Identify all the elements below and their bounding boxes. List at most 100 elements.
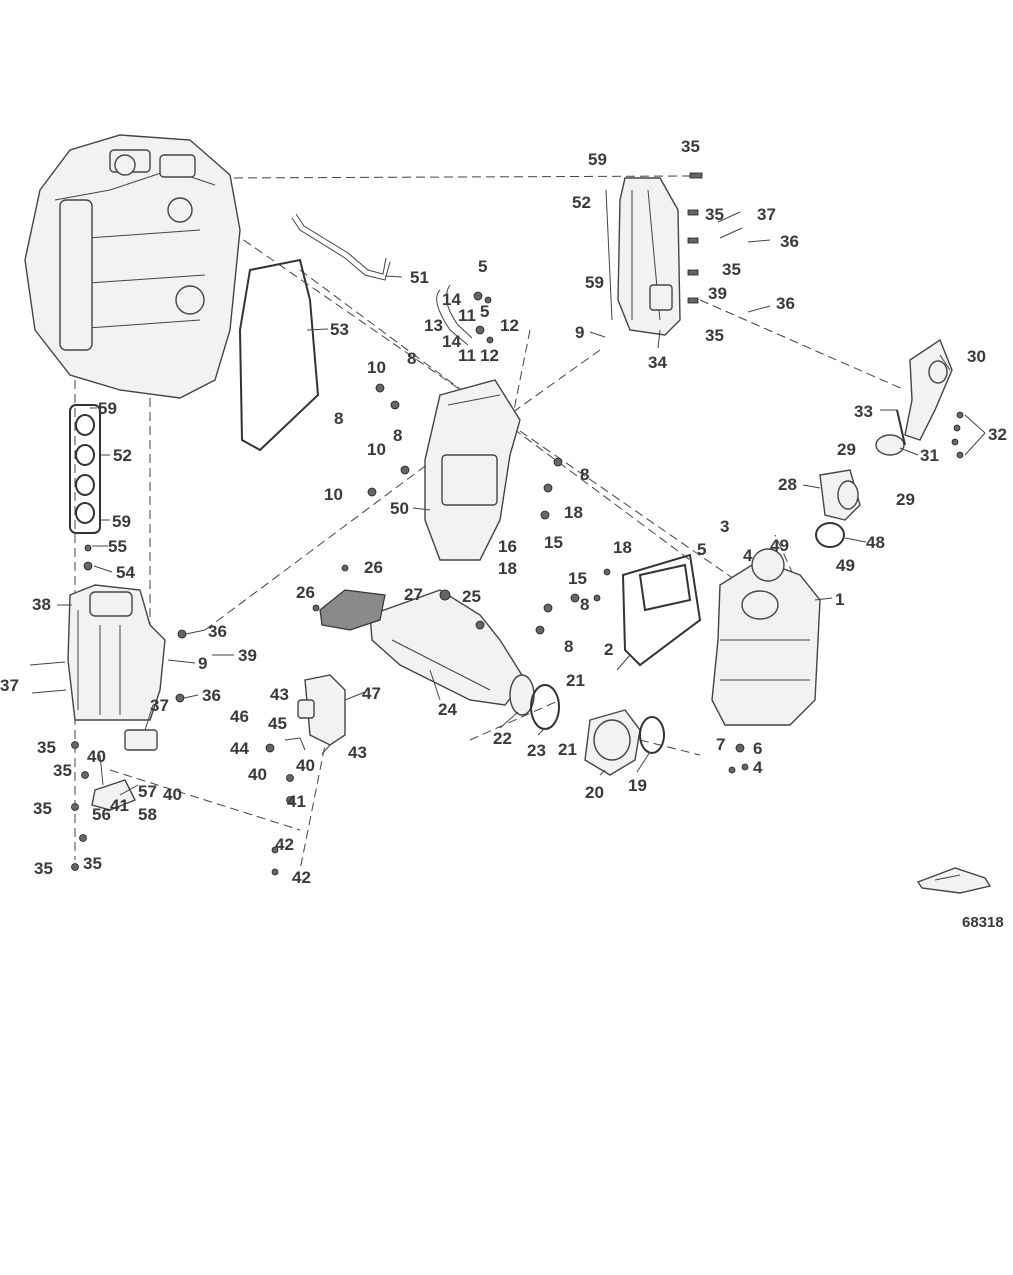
callout-35-d: 35 — [705, 326, 724, 345]
tube-51 — [291, 213, 391, 281]
callout-59-a: 59 — [588, 150, 607, 169]
manifold-34 — [605, 177, 681, 336]
gasket-48 — [815, 522, 845, 548]
callout-4-a: 4 — [743, 546, 753, 565]
callout-29-a: 29 — [837, 440, 856, 459]
callout-59-d: 59 — [112, 512, 131, 531]
hose-13 — [436, 284, 494, 346]
callout-24: 24 — [438, 700, 457, 719]
callout-18-b: 18 — [613, 538, 632, 557]
callout-46: 46 — [230, 707, 249, 726]
gasket-2 — [621, 553, 702, 667]
callout-52-b: 52 — [113, 446, 132, 465]
callout-54: 54 — [116, 563, 135, 582]
callout-12-b: 12 — [480, 346, 499, 365]
callout-20: 20 — [585, 783, 604, 802]
callout-8-d: 8 — [580, 465, 589, 484]
callout-40-d: 40 — [163, 785, 182, 804]
callout-52-a: 52 — [572, 193, 591, 212]
callout-45: 45 — [268, 714, 287, 733]
callout-35-b: 35 — [705, 205, 724, 224]
callout-35-c: 35 — [722, 260, 741, 279]
callout-42-b: 42 — [292, 868, 311, 887]
callout-40-c: 40 — [248, 765, 267, 784]
callout-8-f: 8 — [564, 637, 573, 656]
callout-48: 48 — [866, 533, 885, 552]
callout-55: 55 — [108, 537, 127, 556]
callout-35-f: 35 — [53, 761, 72, 780]
callout-3: 3 — [720, 517, 729, 536]
callout-40-b: 40 — [296, 756, 315, 775]
callout-15-a: 15 — [544, 533, 563, 552]
callout-35-g: 35 — [33, 799, 52, 818]
callout-18-c: 18 — [498, 559, 517, 578]
callout-31: 31 — [920, 446, 939, 465]
callout-36-d: 36 — [202, 686, 221, 705]
callout-14-b: 14 — [442, 332, 461, 351]
callout-19: 19 — [628, 776, 647, 795]
callout-56: 56 — [92, 805, 111, 824]
callout-29-b: 29 — [896, 490, 915, 509]
callout-49-a: 49 — [770, 536, 789, 555]
callout-10-a: 10 — [367, 358, 386, 377]
callout-8-c: 8 — [393, 426, 402, 445]
callout-leaders — [57, 275, 986, 796]
callout-8-e: 8 — [580, 595, 589, 614]
callout-59-b: 59 — [585, 273, 604, 292]
callout-21-a: 21 — [566, 671, 585, 690]
callout-25: 25 — [462, 587, 481, 606]
callout-39-a: 39 — [708, 284, 727, 303]
callout-57: 57 — [138, 782, 157, 801]
callout-43-b: 43 — [348, 743, 367, 762]
boat-icon — [916, 867, 992, 894]
valve-assembly-47 — [284, 674, 346, 751]
callout-10-b: 10 — [367, 440, 386, 459]
callout-9-b: 9 — [198, 654, 207, 673]
callout-36-c: 36 — [208, 622, 227, 641]
callout-11-a: 11 — [458, 306, 476, 325]
rings-22-23 — [509, 674, 560, 730]
callout-5-c: 5 — [697, 540, 706, 559]
fasteners — [29, 172, 964, 876]
callout-8-b: 8 — [334, 409, 343, 428]
callout-1: 1 — [835, 590, 844, 609]
callout-35-e: 35 — [37, 738, 56, 757]
callout-21-b: 21 — [558, 740, 577, 759]
callout-37-b: 37 — [0, 676, 19, 695]
callout-28: 28 — [778, 475, 797, 494]
callout-37-c: 37 — [150, 696, 169, 715]
callout-9-a: 9 — [575, 323, 584, 342]
callout-36-a: 36 — [780, 232, 799, 251]
callout-labels: 35 59 52 35 37 36 5 51 35 59 14 39 36 11… — [0, 137, 1007, 887]
callout-16: 16 — [498, 537, 517, 556]
callout-39-b: 39 — [238, 646, 257, 665]
callout-35-i: 35 — [34, 859, 53, 878]
callout-35-a: 35 — [681, 137, 700, 156]
callout-34: 34 — [648, 353, 667, 372]
callout-41-a: 41 — [287, 792, 306, 811]
duct-30 — [896, 338, 953, 446]
callout-18-a: 18 — [564, 503, 583, 522]
callout-14-a: 14 — [442, 290, 461, 309]
callout-12-a: 12 — [500, 316, 519, 335]
callout-13: 13 — [424, 316, 443, 335]
callout-5-a: 5 — [478, 257, 487, 276]
callout-37-a: 37 — [757, 205, 776, 224]
callout-49-b: 49 — [836, 556, 855, 575]
figure-number: 68318 — [962, 914, 1004, 931]
callout-6: 6 — [753, 739, 762, 758]
air-duct-24 — [369, 589, 526, 706]
callout-38: 38 — [32, 595, 51, 614]
callout-7: 7 — [716, 735, 725, 754]
callout-42-a: 42 — [275, 835, 294, 854]
bracket-57 — [91, 779, 136, 811]
gasket-53 — [238, 258, 320, 452]
callout-23: 23 — [527, 741, 546, 760]
ring-31 — [875, 434, 905, 456]
callout-53: 53 — [330, 320, 349, 339]
plate-50 — [424, 379, 521, 561]
callout-11-b: 11 — [458, 346, 476, 365]
callout-15-b: 15 — [568, 569, 587, 588]
callout-47: 47 — [362, 684, 381, 703]
